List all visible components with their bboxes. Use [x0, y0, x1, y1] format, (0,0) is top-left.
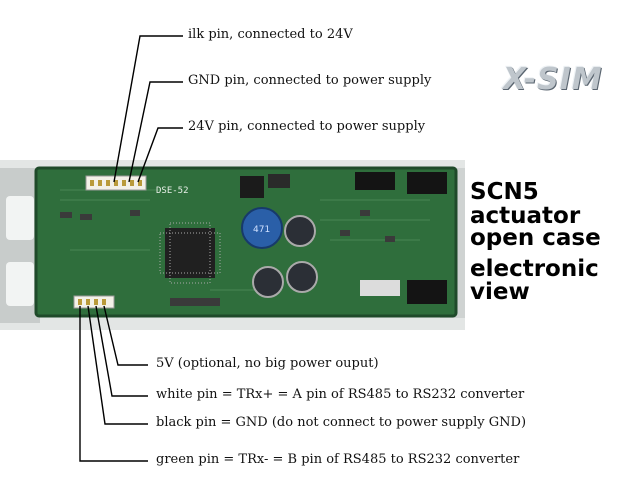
microcontroller-chip — [165, 228, 215, 278]
title-line-4: electronic — [470, 256, 599, 282]
title-line-2: actuator — [470, 203, 581, 229]
callout-ilk-pin: ilk pin, connected to 24V — [188, 27, 353, 42]
title-line-1: SCN5 — [470, 179, 539, 205]
svg-text:471: 471 — [253, 225, 270, 235]
x-sim-logo: X-SIM — [503, 62, 603, 97]
bottom-callout-lines — [79, 305, 148, 462]
callout-24v-pin: 24V pin, connected to power supply — [188, 119, 426, 134]
callout-white-pin: white pin = TRx+ = A pin of RS485 to RS2… — [156, 387, 525, 402]
callout-black-pin: black pin = GND (do not connect to power… — [156, 415, 527, 430]
title-line-5: view — [470, 279, 530, 305]
silkscreen-label: DSE-52 — [156, 186, 189, 196]
title-line-3: open case — [470, 225, 601, 251]
callout-green-pin: green pin = TRx- = B pin of RS485 to RS2… — [156, 452, 520, 467]
callout-gnd-pin: GND pin, connected to power supply — [188, 73, 432, 88]
callout-5v-pin: 5V (optional, no big power ouput) — [156, 356, 379, 371]
pcb — [36, 168, 456, 316]
blue-capacitor — [241, 207, 283, 249]
top-callout-lines — [113, 35, 183, 183]
